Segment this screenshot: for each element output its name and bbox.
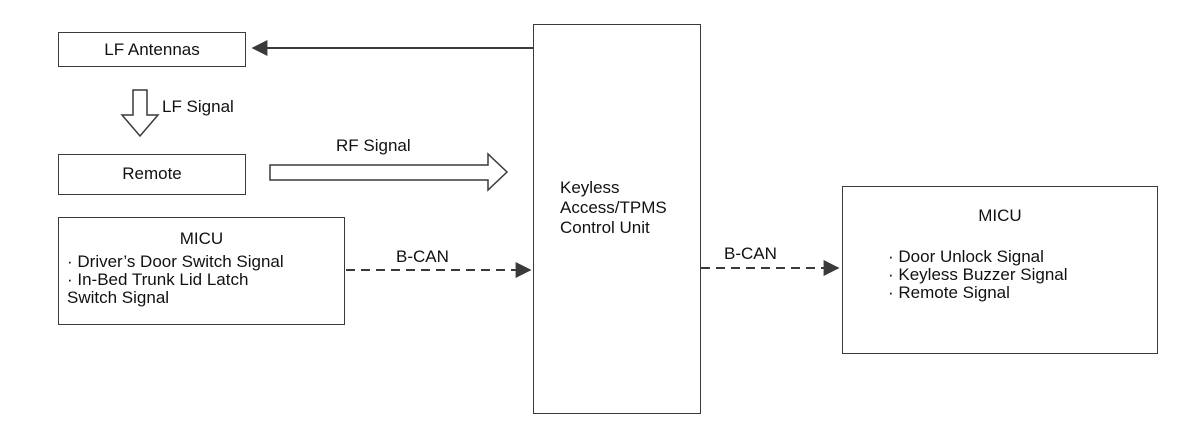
rf-signal-arrow (269, 152, 509, 192)
left-micu-line: · Driver’s Door Switch Signal (67, 252, 284, 271)
lf-antennas-label: LF Antennas (104, 40, 200, 59)
right-micu-line: · Door Unlock Signal (888, 247, 1044, 266)
right-micu-box: MICU · Door Unlock Signal · Keyless Buzz… (842, 186, 1158, 354)
remote-box: Remote (58, 154, 246, 195)
left-micu-line: · In-Bed Trunk Lid Latch (67, 270, 249, 289)
lf-signal-arrow (120, 89, 160, 138)
left-micu-title: MICU (179, 229, 224, 248)
control-unit-box: Keyless Access/TPMS Control Unit (533, 24, 701, 414)
remote-label: Remote (122, 164, 182, 183)
bcan-left-label: B-CAN (396, 247, 449, 266)
control-unit-line: Keyless (560, 178, 620, 197)
lf-signal-label: LF Signal (162, 97, 234, 116)
rf-signal-label: RF Signal (336, 136, 411, 155)
right-micu-line: · Remote Signal (888, 283, 1010, 302)
right-micu-line: · Keyless Buzzer Signal (888, 265, 1068, 284)
control-unit-line: Control Unit (560, 218, 650, 237)
left-micu-line: Switch Signal (67, 288, 170, 307)
control-unit-line: Access/TPMS (560, 198, 667, 217)
right-micu-title: MICU (978, 206, 1022, 225)
lf-antennas-box: LF Antennas (58, 32, 246, 67)
left-micu-box: MICU · Driver’s Door Switch Signal · In-… (58, 217, 345, 325)
bcan-right-label: B-CAN (724, 244, 777, 263)
